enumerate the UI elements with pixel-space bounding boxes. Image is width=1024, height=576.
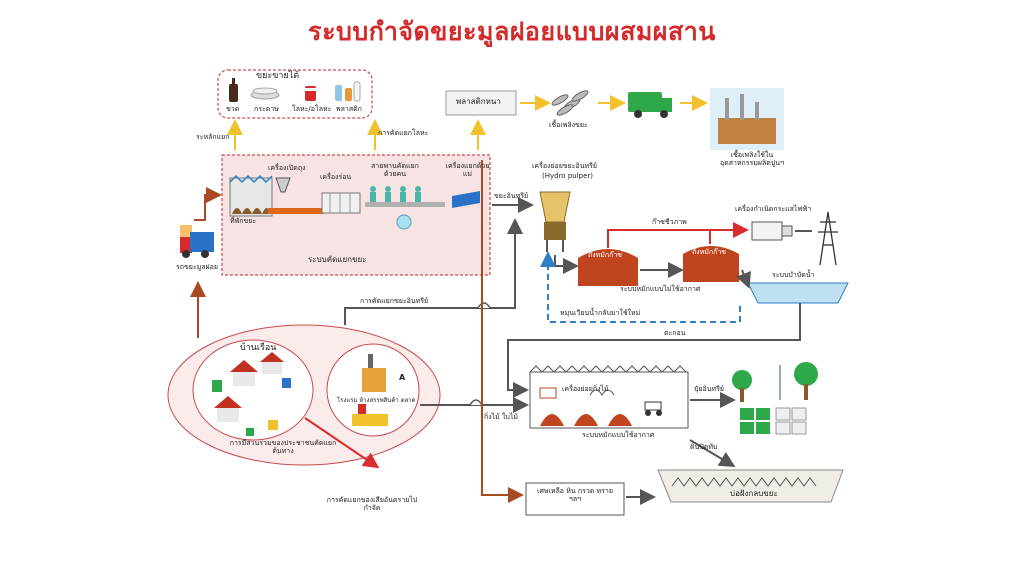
tank1-label: ถังหมักก๊าซ [588, 251, 623, 259]
aerobic-machine-label: เครื่องย่อยกิ่งไม้ [562, 385, 609, 393]
trommel-screen-icon [321, 192, 361, 214]
commercial-icon [352, 354, 388, 426]
anaerobic-tank-2 [683, 246, 739, 282]
households-ellipse [192, 339, 314, 441]
soil-cover-label: ดินปิดทับ [690, 443, 718, 451]
sorting-system-label: ระบบคัดแยกขยะ [308, 255, 367, 264]
households-label: บ้านเรือน [240, 343, 277, 353]
magnetic-separator-icon [452, 191, 480, 208]
recyclable-header: ขยะขายได้ [256, 71, 300, 81]
residue-label: เศษเหลือ หิน กรวด ทราย ฯลฯ [537, 487, 613, 503]
manual-sort-icon [370, 186, 421, 202]
fuel-pellet-label: เชื้อเพลิงขยะ [549, 121, 588, 129]
water-treatment-label: ระบบบำบัดน้ำ [772, 271, 815, 279]
organic-sort-label: การคัดแยกขยะอินทรีย์ [360, 297, 429, 305]
biogas-label: ก๊าซชีวภาพ [652, 218, 687, 226]
hydro-pulper-en-label: (Hydro pulper) [542, 172, 593, 180]
fuel-pellet-icon [551, 90, 589, 116]
power-tower-icon [818, 211, 838, 266]
sorting-system-box [221, 154, 491, 276]
aerobic-system-label: ระบบหมักแบบใช้อากาศ [582, 431, 655, 439]
shredder-label: เครื่องร่อน [320, 173, 352, 181]
landfill-label: บ่อฝังกลบขยะ [730, 489, 778, 498]
landfill-icon [657, 469, 844, 503]
hydro-pulper-icon [539, 191, 571, 252]
metal-label: โลหะ/อโลหะ [292, 105, 332, 113]
receiving-pit-icon [229, 174, 273, 217]
magnet-label: เครื่องแยกด้วยแม่ [445, 162, 490, 178]
compost-icon [732, 362, 818, 435]
paper-label: กระดาษ [254, 105, 279, 113]
water-treatment-pond [747, 282, 849, 304]
recycle-water-line [540, 251, 741, 323]
plastic-label: พลาสติก [336, 105, 362, 113]
hazardous-label: การคัดแยกของเสียอันตรายไปกำจัด [326, 496, 418, 512]
organic-waste-label: ขยะอินทรีย์ [494, 192, 529, 200]
paper-icon [250, 87, 280, 100]
can-icon [305, 86, 316, 101]
receiving-pit-label: ที่พักขยะ [230, 217, 257, 225]
compress-box [445, 90, 517, 116]
tank2-label: ถังหมักก๊าซ [692, 248, 727, 256]
sludge-line [507, 303, 801, 398]
arrow-truck-to-sort [194, 187, 222, 221]
biogas-line [607, 222, 749, 248]
anaerobic-tank-1 [578, 249, 638, 286]
recycle-water-label: หมุนเวียนน้ำกลับมาใช้ใหม่ [560, 309, 641, 317]
page-title: ระบบกำจัดขยะมูลฝอยแบบผสมผสาน [308, 17, 716, 46]
arrow-pulper-to-tank [554, 255, 579, 274]
recyclables-box [217, 69, 373, 119]
arrow-to-landfill-soil [689, 439, 736, 468]
plastic-icon [335, 81, 361, 102]
arrow-organic-sort [344, 218, 523, 325]
source-sorting-label: การมีส่วนร่วมของประชาชนคัดแยกต้นทาง [229, 439, 337, 455]
branches-label: กิ่งไม้ ใบไม้ [484, 413, 519, 421]
generator-icon [751, 221, 793, 241]
sort-metal-label: การคัดแยกโลหะ [378, 129, 429, 137]
plastic-grade-label: ระหลักแยก [196, 133, 230, 141]
commercial-label: โรงแรม ห้างสรรพสินค้า ตลาด [337, 397, 416, 404]
residue-box [525, 482, 625, 516]
arrow-to-residue [481, 160, 524, 503]
conveyor-belt [268, 208, 324, 214]
a-mark: A [399, 373, 406, 382]
arrow-hazardous [304, 417, 380, 469]
compress-label: พลาสติกหนา [456, 97, 501, 106]
bottle-icon [229, 78, 238, 102]
bag-opener-icon [275, 177, 291, 193]
waste-truck-icon [180, 225, 214, 258]
houses-icon [212, 352, 291, 436]
bottle-label: ขวด [226, 105, 240, 113]
cement-factory-icon [710, 88, 784, 150]
magnet-drum [396, 214, 412, 230]
fuel-industry-label: เชื้อเพลิงใช้ในอุตสาหกรรมผลิตปูนฯ [719, 151, 785, 167]
anaerobic-system-label: ระบบหมักแบบไม่ใช้อากาศ [620, 285, 701, 293]
bag-opener-label: เครื่องเปิดถุง [268, 164, 306, 172]
generator-label: เครื่องกำเนิดกระแสไฟฟ้า [735, 205, 812, 213]
waste-truck-label: รถขยะมูลฝอย [176, 263, 218, 271]
compost-label: ปุ๋ยอินทรีย์ [694, 385, 725, 393]
sludge-label: ตะกอน [664, 329, 686, 337]
manual-sort-label: สายพานคัดแยกด้วยคน [371, 162, 419, 178]
fuel-truck-icon [628, 92, 672, 118]
hydro-pulper-label: เครื่องย่อยขยะอินทรีย์ [532, 162, 597, 170]
aerobic-building [529, 365, 689, 429]
